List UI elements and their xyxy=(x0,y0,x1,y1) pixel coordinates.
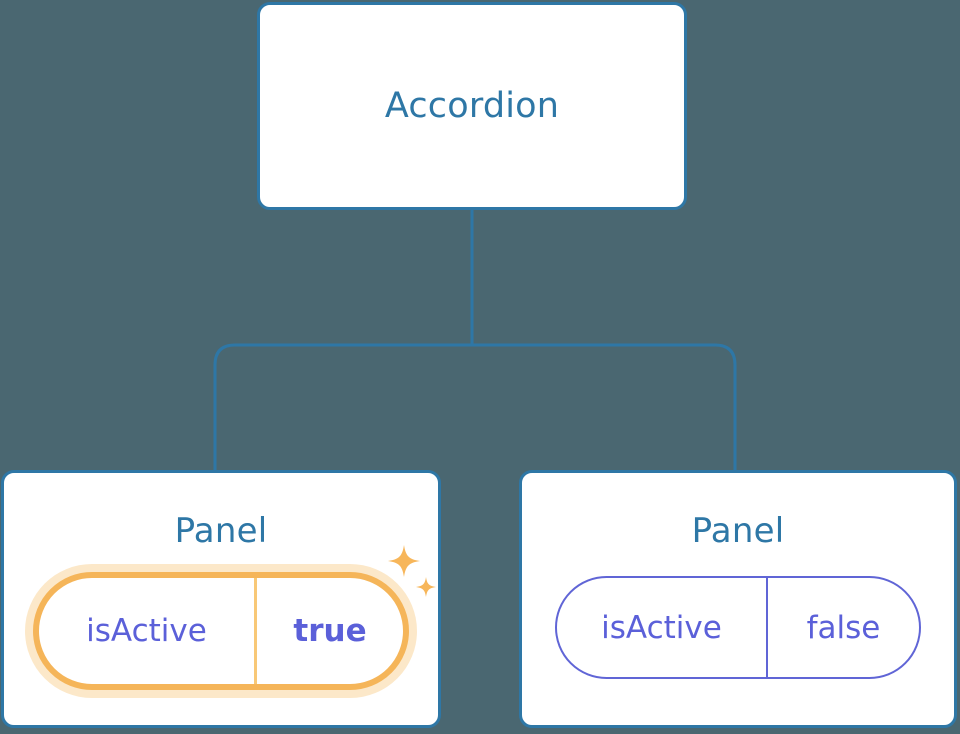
node-panel-inactive[interactable]: Panel isActive false xyxy=(519,470,957,728)
prop-pill-isactive-true[interactable]: isActive true xyxy=(33,572,409,691)
prop-value: true xyxy=(293,613,367,650)
prop-pill-isactive-false[interactable]: isActive false xyxy=(555,576,921,680)
node-panel-active[interactable]: Panel isActive true xyxy=(1,470,441,728)
prop-key: isActive xyxy=(39,578,257,685)
connector-branch-right xyxy=(472,343,737,470)
prop-key: isActive xyxy=(557,578,768,678)
node-accordion[interactable]: Accordion xyxy=(257,2,687,210)
node-accordion-label: Accordion xyxy=(384,85,560,126)
node-panel-inactive-label: Panel xyxy=(691,511,785,551)
prop-value: false xyxy=(806,609,881,646)
node-panel-active-label: Panel xyxy=(174,511,268,551)
connector-branch-left xyxy=(213,343,472,470)
